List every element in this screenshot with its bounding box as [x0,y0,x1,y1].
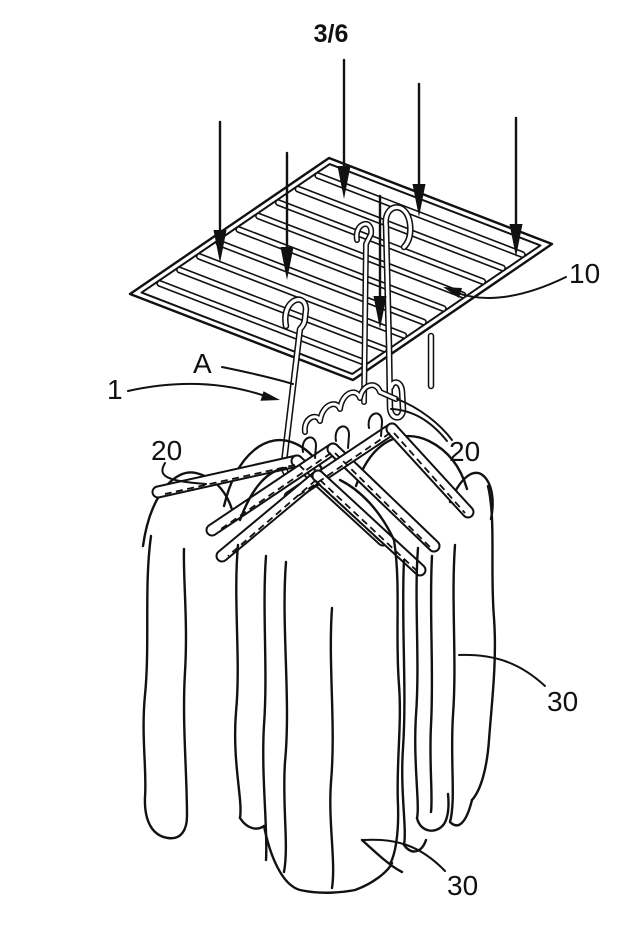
garments [142,466,497,894]
ref-label-hanger-left: 20 [151,435,182,466]
hanger-arms [151,422,475,577]
ref-label-hook: 1 [107,374,123,405]
down-arrow-icon [280,151,294,280]
grid-rods [156,172,526,366]
down-arrow-icon [509,116,523,257]
suspension-hook-right [382,204,414,421]
garment-right [414,484,497,832]
leader-20-left [161,462,207,485]
down-arrow-icon [373,194,387,329]
wavy-carrier-bar [301,332,453,441]
grid-frame [128,156,554,382]
leader-30-bottom [362,838,446,872]
garment-shoulder [448,471,494,521]
ref-label-rack: 10 [569,258,600,289]
leader-A [221,366,294,385]
ref-label-garment-bottom: 30 [447,870,478,901]
leader-1 [127,382,263,396]
ref-label-garment-right: 30 [547,686,578,717]
garment-shoulder [354,434,469,491]
hanger-hook-curls [301,412,383,459]
rack-grid [128,156,554,382]
leader-10-arrowhead [443,287,462,298]
down-arrow-icon [412,82,426,217]
ref-label-hanger-right: 20 [449,436,480,467]
garment-left [142,534,189,840]
reference-annotations: 10 A 1 20 20 30 30 [107,258,600,901]
ref-label-region: A [193,348,212,379]
garment-front [233,466,404,894]
leader-10 [451,276,567,299]
leader-20-right [390,408,448,442]
down-arrow-icon [213,120,227,263]
leader-1-arrowhead [260,391,280,401]
hanger-hidden-edges [164,432,466,572]
suspension-hook-middle [353,221,375,405]
hanger-cluster [141,412,494,577]
leader-30-right [458,653,546,687]
garment-mid-right [401,558,428,853]
down-arrow-icon [337,58,351,199]
down-arrows [213,58,523,329]
page-number-label: 3/6 [314,20,349,48]
